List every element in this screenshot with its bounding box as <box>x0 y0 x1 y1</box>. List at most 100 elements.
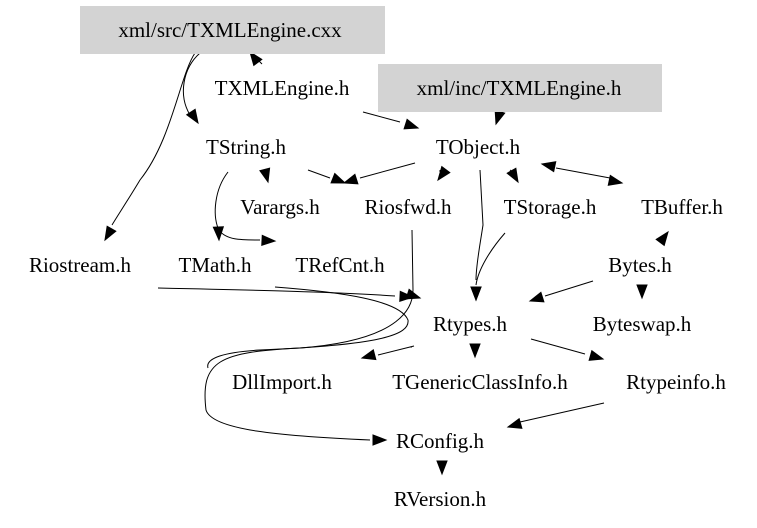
edge-bytes-h-to-byteswap-h <box>636 284 648 300</box>
node-label: xml/src/TXMLEngine.cxx <box>118 18 342 42</box>
node-label: TRefCnt.h <box>295 253 385 277</box>
arrowhead-icon <box>104 225 117 242</box>
node-highlight-box <box>378 64 662 112</box>
edge-tobject-h-to-tbuffer-h <box>540 161 624 186</box>
arrowhead-icon <box>372 434 388 446</box>
arrowhead-icon <box>506 167 519 184</box>
edge-line <box>111 52 196 226</box>
node-tgenericclassinfo-h[interactable]: TGenericClassInfo.h <box>392 370 568 394</box>
node-rversion-h[interactable]: RVersion.h <box>394 487 487 511</box>
edge-line <box>157 287 396 297</box>
edge-line <box>475 232 506 286</box>
node-label: Bytes.h <box>608 253 672 277</box>
arrowhead-icon <box>528 291 545 303</box>
node-riostream-h[interactable]: Riostream.h <box>29 253 132 277</box>
node-txmlengine-h[interactable]: TXMLEngine.h <box>215 76 350 100</box>
edge-bytes-h-to-rtypes-h <box>528 280 594 303</box>
edge-line <box>377 345 415 356</box>
edge-line <box>475 169 484 281</box>
node-label: TGenericClassInfo.h <box>392 370 568 394</box>
arrowhead-icon <box>470 286 482 302</box>
arrowhead-icon <box>636 284 648 300</box>
edges-layer <box>104 50 669 476</box>
arrowhead-icon <box>403 118 420 130</box>
edge-tstring-h-to-varargs-h <box>259 167 271 184</box>
edge-tstorage-h-to-rtypes-h <box>470 232 506 302</box>
arrowhead-icon <box>437 165 451 182</box>
edge-line <box>214 171 229 229</box>
edge-riostream-h-to-rtypes-h <box>157 287 415 303</box>
edge-line <box>359 162 416 179</box>
edge-inc-txmlengine-h-to-tobject-h <box>494 109 506 126</box>
edge-riosfwd-h-to-rtypes-h <box>204 229 414 446</box>
arrowhead-icon <box>261 234 277 247</box>
node-tstorage-h[interactable]: TStorage.h <box>504 195 597 219</box>
node-inc-txmlengine-h[interactable]: xml/inc/TXMLEngine.h <box>378 64 662 112</box>
edge-rtypeinfo-h-to-rconfig-h <box>506 402 605 429</box>
node-label: TMath.h <box>179 253 252 277</box>
node-label: Riosfwd.h <box>365 195 452 219</box>
node-rtypes-h[interactable]: Rtypes.h <box>433 312 508 336</box>
node-label: Varargs.h <box>240 195 320 219</box>
arrowhead-icon <box>405 288 422 300</box>
node-label: TStorage.h <box>504 195 597 219</box>
node-dllimport-h[interactable]: DllImport.h <box>232 370 332 394</box>
arrowhead-icon <box>588 349 605 361</box>
node-label: TString.h <box>206 135 286 159</box>
edge-tstring-h-to-trefcnt-h <box>218 229 277 247</box>
node-rtypeinfo-h[interactable]: Rtypeinfo.h <box>626 370 726 394</box>
edge-line <box>218 229 261 241</box>
node-tstring-h[interactable]: TString.h <box>206 135 286 159</box>
edge-txmlengine-h-to-txmlengine-cxx <box>249 50 263 67</box>
edge-line <box>530 338 586 355</box>
arrowhead-icon <box>212 226 225 242</box>
arrowhead-icon <box>436 460 448 476</box>
edge-txmlengine-cxx-to-riostream-h <box>104 52 196 242</box>
arrowhead-icon <box>469 343 481 359</box>
arrowhead-icon <box>494 109 506 126</box>
edge-txmlengine-cxx-to-tstring-h <box>182 52 201 125</box>
node-label: TBuffer.h <box>641 195 723 219</box>
node-label: RVersion.h <box>394 487 487 511</box>
arrowhead-icon <box>259 167 271 184</box>
arrowhead-icon <box>330 172 347 184</box>
arrowhead-icon <box>360 349 377 361</box>
node-tbuffer-h[interactable]: TBuffer.h <box>641 195 723 219</box>
node-txmlengine-cxx[interactable]: xml/src/TXMLEngine.cxx <box>80 6 385 54</box>
node-bytes-h[interactable]: Bytes.h <box>608 253 672 277</box>
edge-rtypes-h-to-rtypeinfo-h <box>530 338 605 361</box>
edge-rconfig-h-to-rversion-h <box>436 460 448 476</box>
edge-tstring-h-to-riosfwd-h <box>307 169 347 184</box>
edge-line <box>207 286 409 369</box>
edge-tstring-h-to-tmath-h <box>212 171 229 242</box>
edge-line <box>307 169 331 179</box>
node-label: Rtypes.h <box>433 312 508 336</box>
edge-line <box>555 167 611 179</box>
node-rconfig-h[interactable]: RConfig.h <box>396 429 485 453</box>
edge-tobject-h-to-riosfwd-h <box>342 162 416 185</box>
edge-txmlengine-h-to-tobject-h <box>362 111 420 130</box>
arrowhead-icon <box>506 417 523 429</box>
arrowhead-icon <box>342 173 359 185</box>
edge-line <box>519 402 605 423</box>
node-byteswap-h[interactable]: Byteswap.h <box>593 312 692 336</box>
edge-tmath-h-to-rtypes-h <box>207 286 422 369</box>
node-tmath-h[interactable]: TMath.h <box>179 253 252 277</box>
edge-line <box>204 229 414 441</box>
arrowhead-icon <box>540 161 557 173</box>
node-trefcnt-h[interactable]: TRefCnt.h <box>295 253 385 277</box>
node-label: Rtypeinfo.h <box>626 370 726 394</box>
edge-rtypes-h-to-dllimport-h <box>360 345 415 361</box>
node-tobject-h[interactable]: TObject.h <box>436 135 521 159</box>
edge-rtypes-h-to-tgenericclassinfo-h <box>469 343 481 359</box>
edge-tbuffer-h-to-bytes-h <box>655 230 669 247</box>
node-riosfwd-h[interactable]: Riosfwd.h <box>365 195 452 219</box>
node-label: Riostream.h <box>29 253 132 277</box>
edge-line <box>362 111 401 123</box>
node-label: DllImport.h <box>232 370 332 394</box>
arrowhead-icon <box>249 50 263 67</box>
node-varargs-h[interactable]: Varargs.h <box>240 195 320 219</box>
arrowhead-icon <box>655 230 669 247</box>
